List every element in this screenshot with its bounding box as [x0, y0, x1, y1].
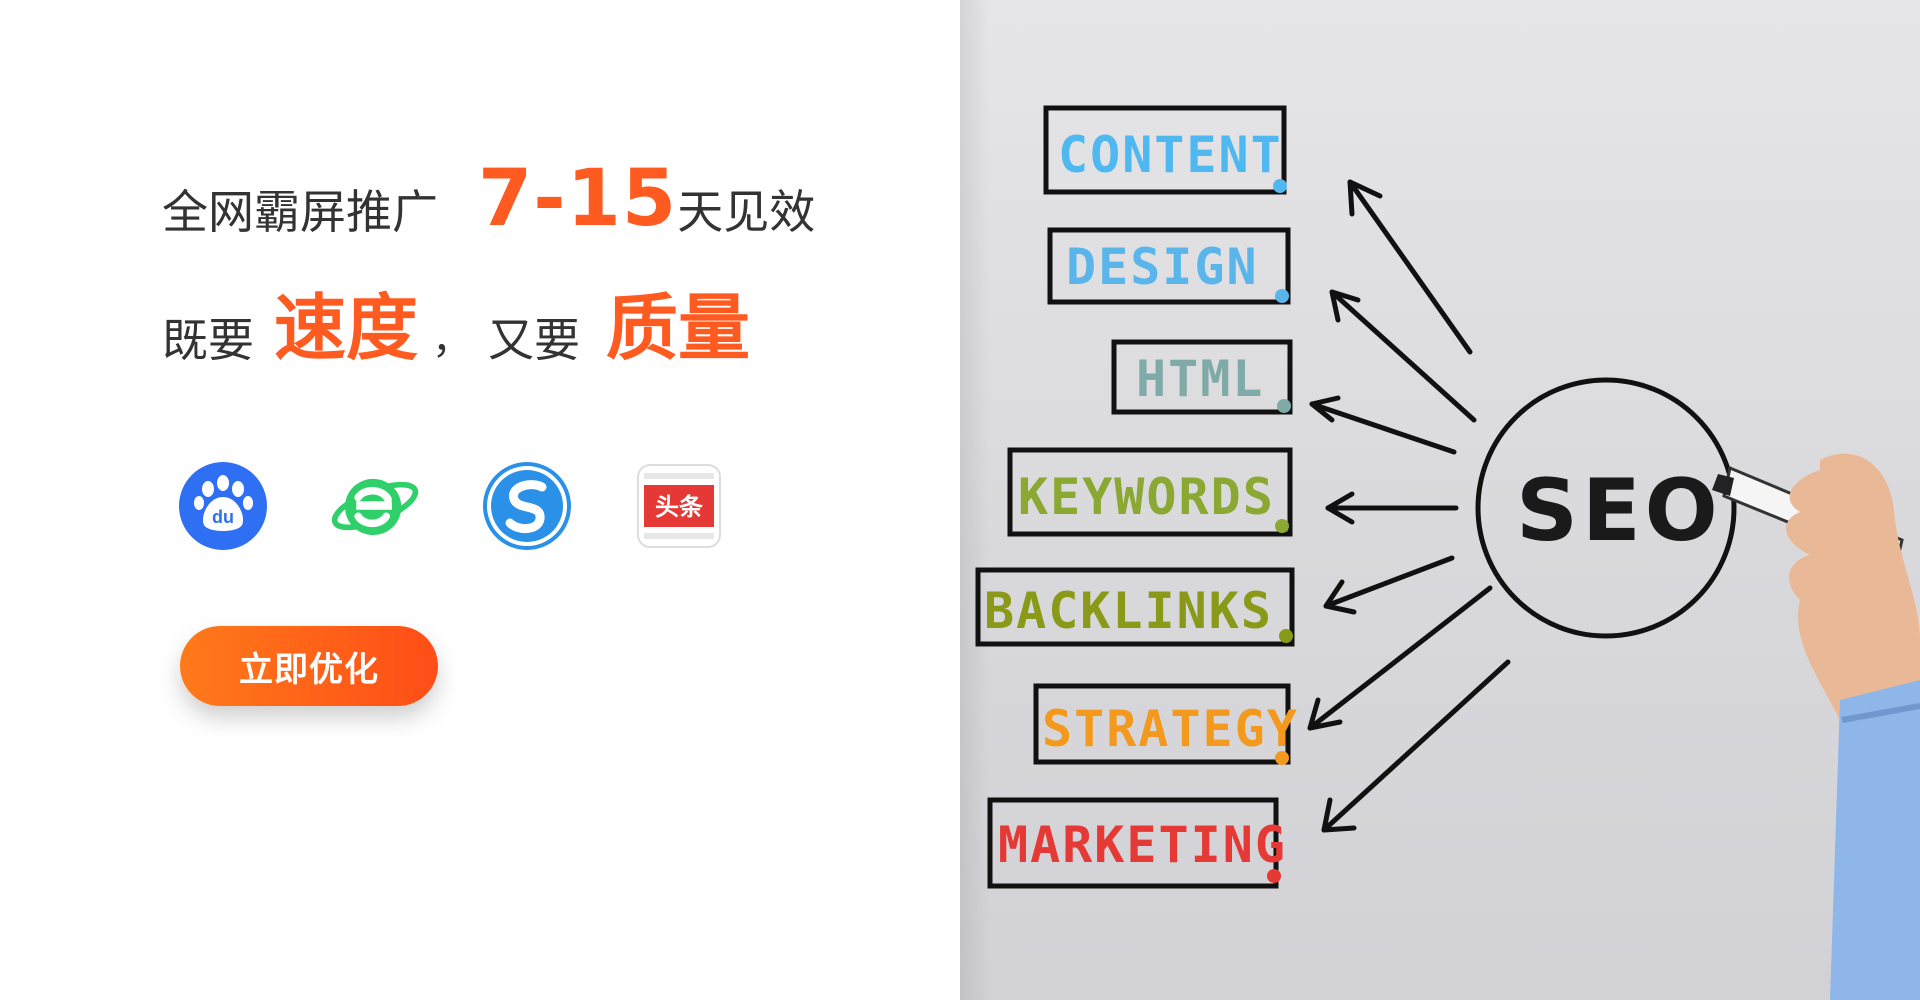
image-edge-shadow — [960, 0, 990, 1000]
seo-diagram: CONTENT DESIGN HTML KEYWORDS BACKLINKS — [975, 105, 1920, 1000]
browser-e-icon — [330, 461, 420, 551]
headline2-quality-highlight: 质量 — [606, 286, 751, 370]
platform-icon-row: du — [178, 460, 724, 552]
diagram-item-strategy: STRATEGY — [1033, 683, 1299, 765]
toutiao-icon-label: 头条 — [655, 493, 704, 521]
diagram-label-design: DESIGN — [1066, 238, 1259, 296]
headline-days-highlight: 7-15 — [478, 154, 678, 244]
headline2-text-1: 既要 — [162, 313, 254, 367]
headline2-text-2: 又要 — [488, 313, 581, 367]
diagram-label-marketing: MARKETING — [998, 816, 1287, 874]
headline-suffix: 天见效 — [677, 185, 816, 239]
diagram-label-strategy: STRATEGY — [1042, 700, 1299, 758]
toutiao-icon: 头条 — [634, 461, 724, 551]
diagram-item-marketing: MARKETING — [987, 797, 1287, 889]
diagram-center-label: SEO — [1516, 461, 1722, 561]
hand-with-marker — [1712, 453, 1920, 1000]
diagram-label-content: CONTENT — [1058, 126, 1283, 184]
diagram-label-backlinks: BACKLINKS — [984, 582, 1273, 640]
promo-panel: 全网霸屏推广 7-15 天见效 既要 速度 ， 又要 质量 — [162, 152, 816, 706]
diagram-item-backlinks: BACKLINKS — [975, 567, 1295, 647]
diagram-center: SEO — [1475, 377, 1737, 639]
headline-prefix: 全网霸屏推广 — [162, 185, 438, 239]
diagram-item-content: CONTENT — [1043, 105, 1287, 195]
headline-line-1: 全网霸屏推广 7-15 天见效 — [162, 152, 815, 242]
headline-line-2: 既要 速度 ， 又要 质量 — [162, 280, 764, 370]
diagram-arrows — [1307, 179, 1511, 833]
diagram-item-design: DESIGN — [1047, 227, 1291, 305]
diagram-item-html: HTML — [1111, 339, 1293, 415]
baidu-icon-label: du — [212, 507, 234, 527]
headline2-comma: ， — [432, 317, 473, 363]
baidu-icon: du — [178, 461, 268, 551]
seo-hero-image: CONTENT DESIGN HTML KEYWORDS BACKLINKS — [960, 0, 1920, 1000]
diagram-label-html: HTML — [1136, 350, 1264, 408]
diagram-item-keywords: KEYWORDS — [1007, 447, 1293, 537]
diagram-label-keywords: KEYWORDS — [1018, 468, 1275, 526]
optimize-now-button[interactable]: 立即优化 — [180, 626, 438, 706]
sogou-icon — [482, 461, 572, 551]
headline2-speed-highlight: 速度 — [274, 286, 419, 370]
